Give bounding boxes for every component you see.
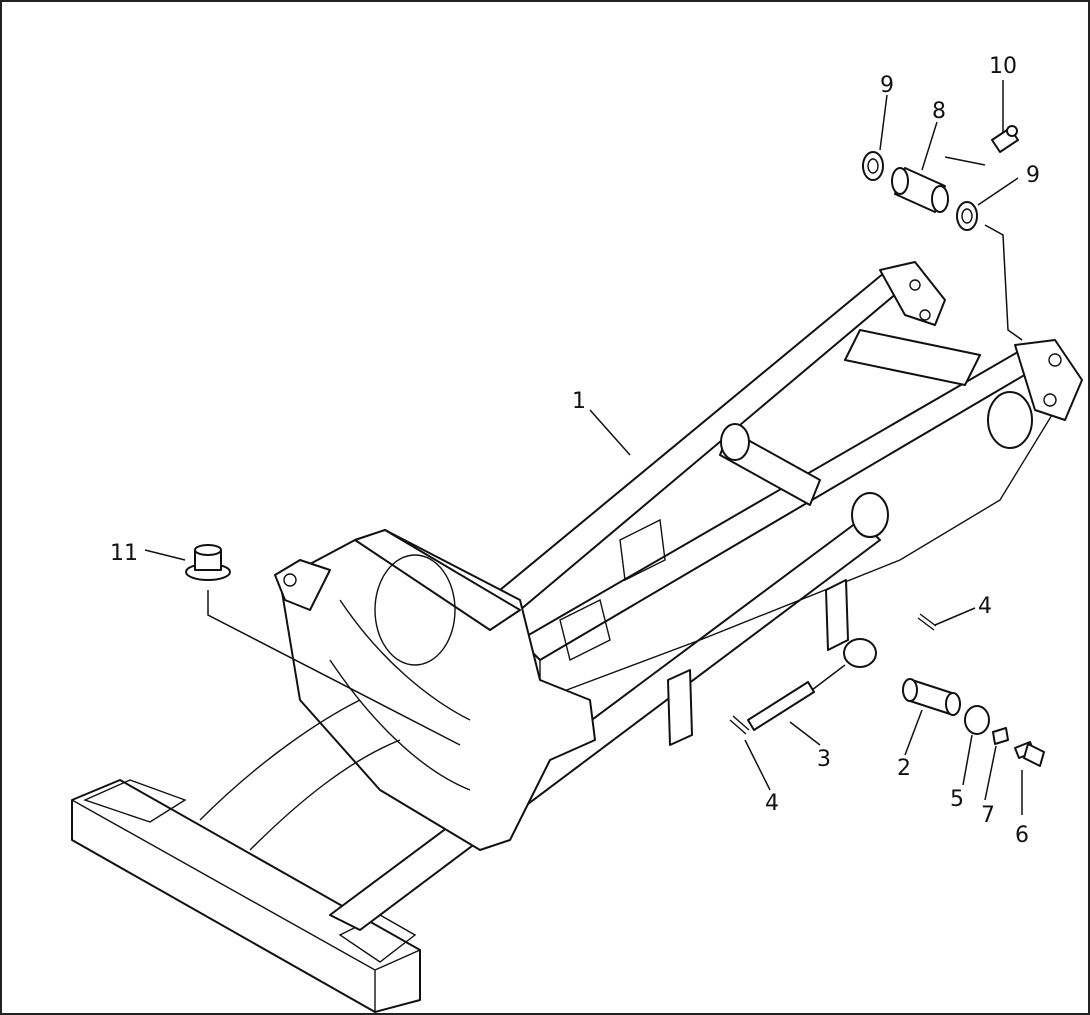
callout-4-lower: 4 <box>765 791 779 816</box>
callout-8: 8 <box>932 99 946 124</box>
rear-cross-tube <box>844 329 981 386</box>
rear-boss <box>987 391 1033 449</box>
part-6-bolt <box>1014 741 1045 767</box>
callout-2: 2 <box>897 756 911 781</box>
side-boss <box>851 492 889 538</box>
rear-bracket-left <box>879 261 946 326</box>
part-4-cotter-pin-lower <box>729 715 750 735</box>
side-plate-front <box>667 669 693 746</box>
callout-9-right: 9 <box>1026 163 1040 188</box>
callout-5: 5 <box>950 787 964 812</box>
leader-lines <box>144 80 1023 815</box>
front-bracket-left <box>83 779 187 823</box>
front-cross-beam <box>71 779 421 1013</box>
part-7-lock-plate <box>992 727 1009 745</box>
part-2-pin <box>902 678 961 716</box>
callout-1: 1 <box>572 389 586 414</box>
part-9-washer-left <box>862 151 884 181</box>
rear-bracket-right <box>1014 339 1083 421</box>
part-4-cotter-pin-upper <box>917 613 937 631</box>
side-plate-rear <box>825 579 849 651</box>
callout-10: 10 <box>989 54 1017 79</box>
part-8-pin <box>891 167 949 213</box>
part-3-long-pin <box>747 681 815 731</box>
callout-11: 11 <box>110 541 138 566</box>
callout-4-upper: 4 <box>978 594 992 619</box>
callout-7: 7 <box>981 803 995 828</box>
callout-6: 6 <box>1015 823 1029 848</box>
main-frame <box>71 261 1083 1013</box>
part-11-bushing <box>185 544 231 581</box>
front-box-top <box>354 529 521 631</box>
part-10-grease-fitting <box>991 125 1019 153</box>
part-5-plate <box>964 705 990 735</box>
left-wing-bracket <box>274 559 331 611</box>
upper-rail <box>519 344 1051 661</box>
part-9-washer-right <box>956 201 978 231</box>
callout-9-left: 9 <box>880 73 894 98</box>
callout-3: 3 <box>817 747 831 772</box>
pivot-boss <box>843 638 877 668</box>
